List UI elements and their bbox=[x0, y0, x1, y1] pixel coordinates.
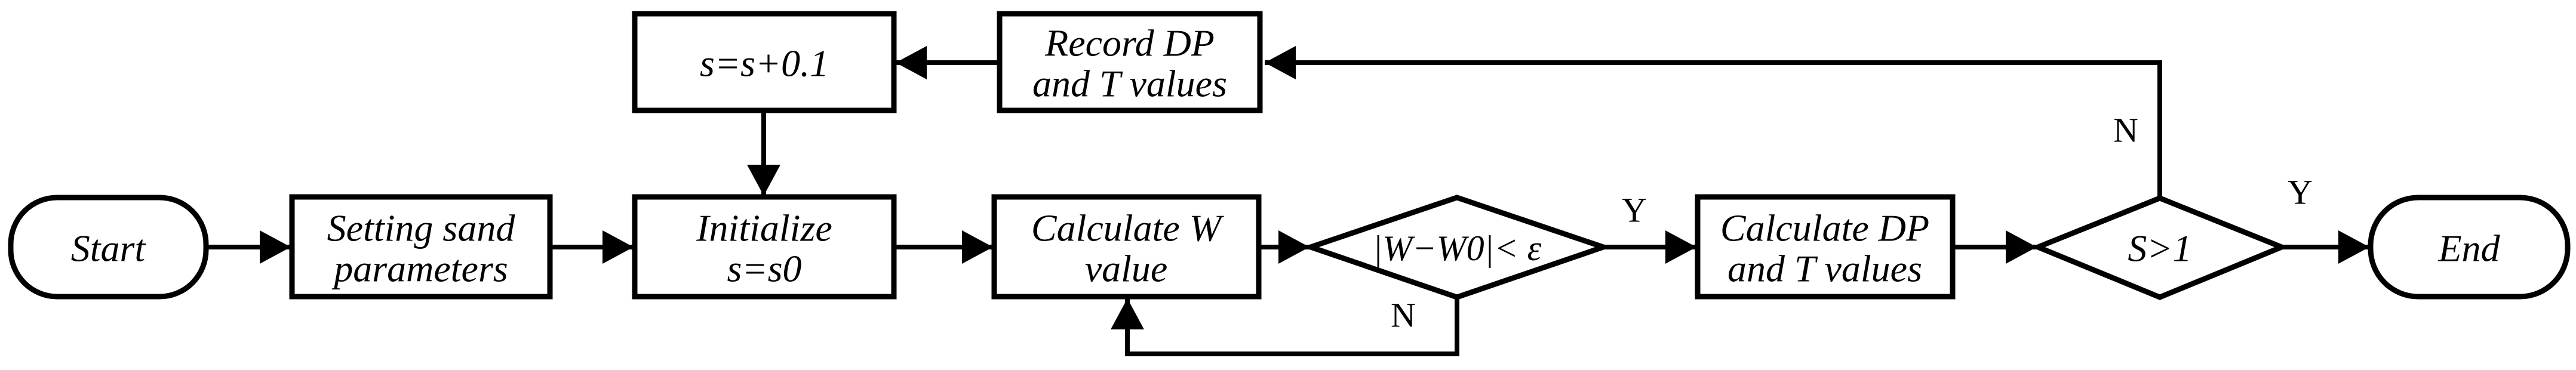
branch-label-w-check-yes: Y bbox=[1622, 191, 1647, 230]
node-initialize-line2: s=s0 bbox=[727, 248, 802, 290]
node-record-dp-box bbox=[997, 11, 1263, 113]
node-increment-s-box bbox=[632, 11, 897, 113]
edge-s-check-no-to-record-dp bbox=[1265, 46, 2162, 198]
node-s-check-label: S>1 bbox=[2128, 227, 2191, 270]
node-start-label: Start bbox=[71, 227, 147, 270]
node-initialize-line1: Initialize bbox=[696, 207, 832, 249]
node-calculate-w-box bbox=[991, 194, 1262, 300]
node-increment-s-label: s=s+0.1 bbox=[700, 42, 829, 85]
node-end-label: End bbox=[2437, 227, 2500, 270]
node-start-terminator bbox=[8, 195, 209, 300]
branch-label-s-check-yes: Y bbox=[2288, 173, 2313, 212]
branch-label-w-check-no: N bbox=[1391, 296, 1416, 335]
node-calculate-dp-box bbox=[1695, 194, 1956, 300]
node-w-check-label: |W−W0|< ε bbox=[1373, 229, 1542, 268]
node-record-dp-line1: Record DP bbox=[1044, 22, 1215, 64]
node-initialize-box bbox=[632, 194, 897, 300]
node-calculate-w-line1: Calculate W bbox=[1031, 207, 1225, 249]
node-s-check-diamond bbox=[2031, 195, 2289, 300]
node-calculate-dp-line1: Calculate DP bbox=[1720, 207, 1929, 249]
node-calculate-dp-line2: and T values bbox=[1727, 248, 1922, 290]
node-calculate-w-line2: value bbox=[1085, 248, 1168, 290]
node-record-dp-line2: and T values bbox=[1032, 63, 1227, 105]
edge-w-check-no-to-calculate-w bbox=[1111, 297, 1459, 356]
node-setting-sand-line1: Setting sand bbox=[327, 207, 516, 249]
node-end-terminator bbox=[2368, 195, 2571, 300]
node-setting-sand-box bbox=[289, 194, 553, 300]
branch-label-s-check-no: N bbox=[2113, 111, 2138, 150]
node-w-check-diamond bbox=[1302, 195, 1612, 300]
node-setting-sand-line2: parameters bbox=[331, 248, 508, 290]
